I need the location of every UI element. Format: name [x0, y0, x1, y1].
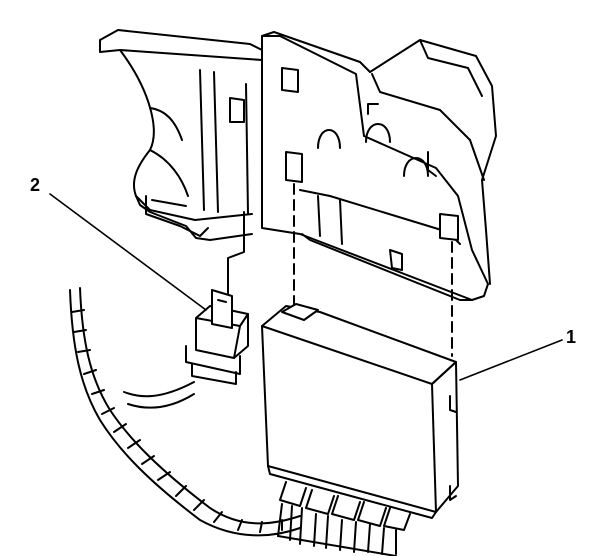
- wiring-harness: [69, 287, 301, 537]
- relay: [185, 289, 249, 385]
- mounting-plate: [261, 31, 497, 301]
- alignment-lines: [293, 183, 453, 357]
- left-housing-bracket: [99, 29, 263, 241]
- relay-bracket-rod: [227, 211, 245, 295]
- leader-line-2: [49, 193, 207, 311]
- callout-label-2: 2: [30, 175, 41, 195]
- leader-lines: [49, 193, 563, 381]
- leader-line-1: [459, 339, 563, 381]
- callout-label-1: 1: [566, 327, 577, 347]
- module-connectors: [277, 481, 411, 556]
- control-module: [261, 303, 459, 519]
